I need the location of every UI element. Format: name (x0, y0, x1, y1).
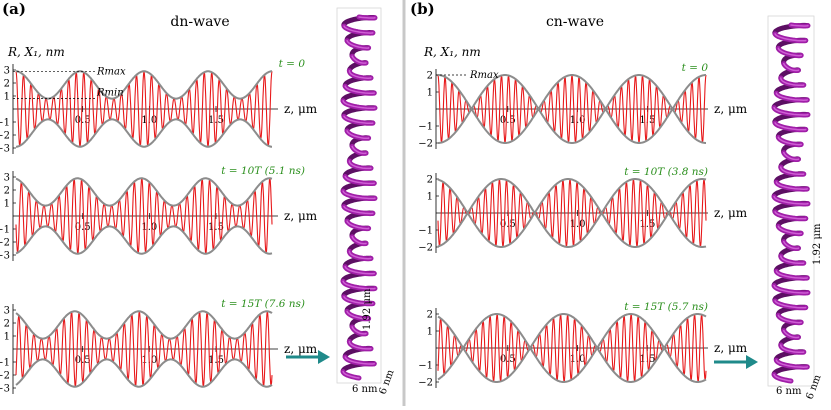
time-label: t = 10T (3.8 ns) (624, 166, 708, 178)
rmax-label: Rmax (469, 70, 499, 81)
y-tick-label: 3 (4, 66, 10, 77)
x-tick-label: 0.5 (75, 222, 91, 233)
rmin-label: Rmin (96, 88, 124, 99)
time-label: t = 0 (279, 58, 306, 70)
y-tick-label: −1 (418, 226, 433, 237)
helix-highlight (342, 16, 376, 379)
x-tick-label: 0.5 (500, 115, 516, 126)
y-tick-label: −3 (0, 144, 10, 155)
y-tick-label: 1 (4, 92, 10, 103)
x-axis-label: z, μm (284, 209, 318, 223)
y-tick-label: 2 (427, 71, 433, 82)
envelope-lower (16, 118, 272, 148)
panel-a-ylabel: R, X₁, nm (7, 45, 65, 59)
x-tick-label: 1.0 (570, 354, 586, 365)
panel-b-ylabel: R, X₁, nm (423, 45, 481, 59)
helix-a-dim-1: 6 nm (352, 384, 378, 395)
envelope-upper (15, 310, 273, 340)
x-tick-label: 1.5 (208, 355, 224, 366)
x-tick-label: 0.5 (500, 354, 516, 365)
y-tick-label: 1 (427, 88, 433, 99)
envelope-upper (437, 313, 707, 349)
x-tick-label: 1.5 (208, 115, 224, 126)
time-label: t = 0 (682, 62, 709, 74)
y-tick-label: −2 (0, 238, 10, 249)
panel-a-title: dn-wave (170, 14, 229, 30)
time-label: t = 15T (5.7 ns) (624, 301, 708, 313)
time-label: t = 15T (7.6 ns) (221, 298, 305, 310)
y-tick-label: −1 (0, 225, 10, 236)
y-tick-label: −2 (418, 139, 433, 150)
helix-b-dim-1: 6 nm (776, 386, 802, 397)
x-tick-label: 0.5 (75, 115, 91, 126)
y-tick-label: 1 (427, 192, 433, 203)
arrow-a (286, 350, 330, 364)
arrow-b (714, 355, 758, 369)
plot-0-2: 321−1−2−30.51.01.5z, μmt = 15T (7.6 ns) (0, 298, 318, 395)
y-tick-label: −2 (418, 378, 433, 389)
helix-b-3d (767, 15, 815, 387)
x-tick-label: 1.5 (639, 219, 655, 230)
envelope-lower (15, 358, 273, 388)
x-tick-label: 0.5 (500, 219, 516, 230)
y-tick-label: 2 (4, 186, 10, 197)
envelope-lower (438, 108, 706, 144)
y-tick-label: 3 (4, 173, 10, 184)
helix-box (336, 7, 382, 384)
y-tick-label: 2 (427, 310, 433, 321)
y-tick-label: −1 (418, 122, 433, 133)
y-tick-label: 1 (4, 332, 10, 343)
helix-a-dim-2: 6 nm (377, 368, 396, 396)
y-tick-label: 1 (427, 327, 433, 338)
y-tick-label: −2 (0, 371, 10, 382)
x-axis-label: z, μm (714, 206, 748, 220)
y-tick-label: 2 (427, 175, 433, 186)
helix-box (767, 15, 815, 387)
helix-b-dim-2: 6 nm (804, 373, 823, 401)
y-tick-label: 2 (4, 79, 10, 90)
panel-b-label: (b) (410, 0, 435, 18)
y-tick-label: −3 (0, 384, 10, 395)
y-tick-label: 3 (4, 306, 10, 317)
x-axis-label: z, μm (284, 342, 318, 356)
x-axis-label: z, μm (714, 102, 748, 116)
x-tick-label: 1.0 (141, 222, 157, 233)
time-label: t = 10T (5.1 ns) (221, 165, 305, 177)
y-tick-label: −1 (0, 118, 10, 129)
envelope-lower (437, 212, 707, 248)
plot-1-1: 2 1 −1 −2 0.5 1.0 1.5 z, μm t = 10T (3.8 ns) (418, 166, 748, 254)
envelope-upper (437, 178, 707, 214)
x-tick-label: 1.0 (570, 219, 586, 230)
y-tick-label: −2 (0, 131, 10, 142)
y-tick-label: −2 (418, 243, 433, 254)
envelope-lower (15, 225, 273, 255)
envelope-upper (15, 177, 273, 207)
x-axis-label: z, μm (284, 102, 318, 116)
x-tick-label: 1.5 (208, 222, 224, 233)
envelope-lower (437, 347, 707, 383)
y-tick-label: −1 (0, 358, 10, 369)
x-tick-label: 1.0 (570, 115, 586, 126)
y-tick-label: −1 (418, 361, 433, 372)
helix-b-length: 1.92 μm (812, 223, 823, 265)
y-tick-label: 1 (4, 199, 10, 210)
helix-highlight (773, 24, 809, 382)
plot-0-1: 3 2 1 −1 −2 −3 0.5 1.0 1.5 z, μm t = 10T (5.1 ns) (0, 165, 318, 262)
x-axis-label: z, μm (714, 341, 748, 355)
panel-a-label: (a) (2, 0, 26, 18)
panel-b-title: cn-wave (546, 14, 604, 30)
helix-a-3d (336, 7, 382, 384)
y-tick-label: 2 (4, 319, 10, 330)
envelope-upper (438, 74, 706, 110)
rmax-label: Rmax (96, 66, 126, 77)
y-tick-label: −3 (0, 251, 10, 262)
x-tick-label: 0.5 (75, 355, 91, 366)
envelope-upper (16, 70, 272, 100)
helix-a-length: 1.92 μm (362, 288, 373, 330)
